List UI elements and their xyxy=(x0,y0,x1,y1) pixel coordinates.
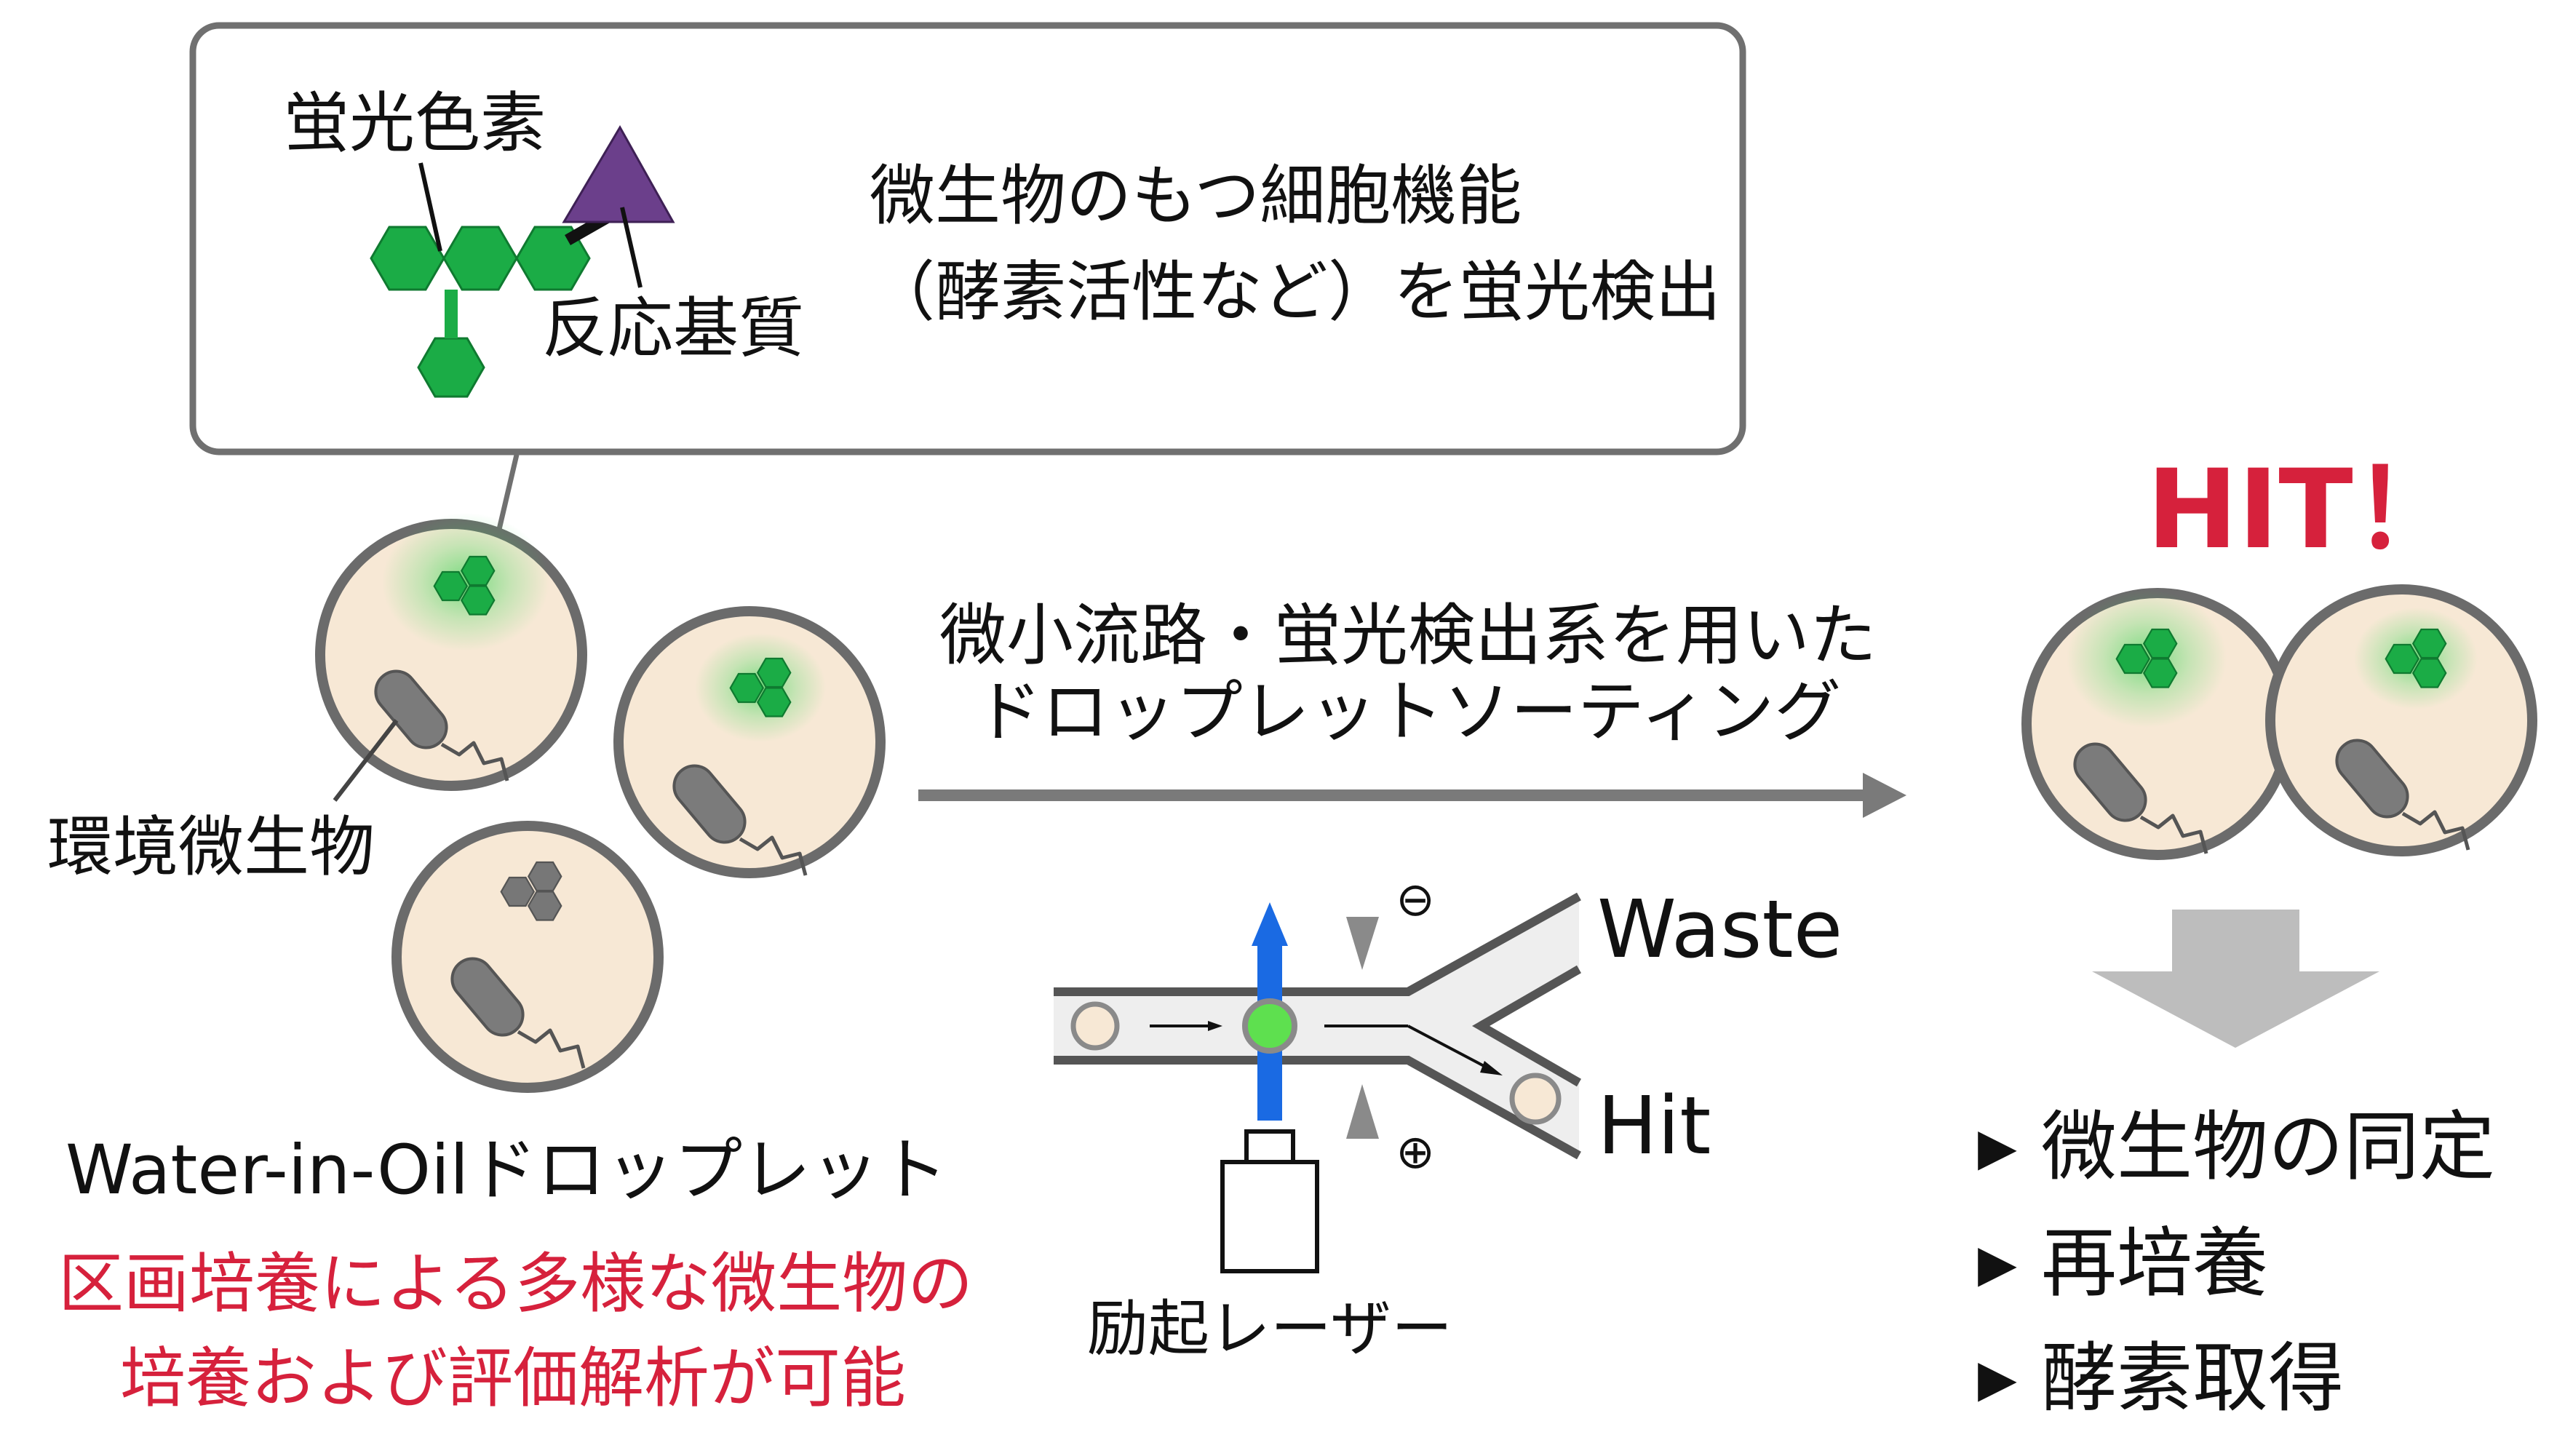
bullet-triangle-icon: ▶ xyxy=(1978,1117,2017,1177)
culture-note-line2: 培養および評価解析が可能 xyxy=(120,1340,906,1417)
sorting-arrow: 微小流路・蛍光検出系を用いた ドロップレットソーティング xyxy=(918,597,1906,818)
laser-device-icon xyxy=(1220,1129,1319,1273)
electrode-bottom-icon xyxy=(1346,1084,1379,1139)
callout-description-line1: 微生物のもつ細胞機能 xyxy=(870,158,1522,234)
droplet-nonfluorescent xyxy=(391,821,664,1093)
waste-label: Waste xyxy=(1597,883,1842,976)
fluorescence-glow xyxy=(382,513,549,651)
detected-droplet xyxy=(1242,998,1297,1054)
laser-label: 励起レーザー xyxy=(1087,1293,1452,1364)
electrode-top-icon xyxy=(1346,917,1379,970)
result-step-2: ▶ 再培養 xyxy=(1978,1219,2268,1308)
droplet-fluorescent-1 xyxy=(315,513,587,791)
callout-frame xyxy=(189,22,1746,456)
microbe-leader-line xyxy=(333,719,399,802)
sorting-label-line1: 微小流路・蛍光検出系を用いた xyxy=(939,597,1877,675)
laser-beam-arrow-icon xyxy=(1252,902,1288,946)
fluorophore-leader-line xyxy=(418,162,442,252)
hit-text: HIT！ xyxy=(2147,447,2462,573)
callout-box: 蛍光色素 反応基質 微生物のもつ細胞機能 （酵素活性など）を蛍光検出 xyxy=(189,22,1746,561)
sorting-label-line2: ドロップレットソーティング xyxy=(975,673,1841,751)
sorted-hit-droplet xyxy=(1509,1073,1562,1125)
hit-droplet-1 xyxy=(2021,588,2294,860)
culture-note-line1: 区画培養による多様な微生物の xyxy=(58,1246,973,1322)
sort-path-arrow-icon xyxy=(1480,1061,1503,1075)
droplet-type-label: Water-in-Oilドロップレット xyxy=(65,1131,947,1210)
fluorophore-label: 蛍光色素 xyxy=(284,85,546,162)
substrate-label: 反応基質 xyxy=(542,290,804,367)
result-step-3: ▶ 酵素取得 xyxy=(1978,1334,2344,1423)
substrate-triangle-icon xyxy=(562,124,675,223)
minus-symbol: ⊖ xyxy=(1396,873,1435,927)
incoming-droplet xyxy=(1070,1001,1120,1051)
substrate-leader-line xyxy=(620,207,643,288)
arrow-head-icon xyxy=(1863,773,1906,818)
down-arrow-icon xyxy=(2092,910,2379,1048)
result-step-1: ▶ 微生物の同定 xyxy=(1978,1102,2495,1191)
microfluidic-channel: ⊖ ⊕ Waste Hit 励起レーザー xyxy=(1054,873,1842,1364)
callout-description-line2: （酵素活性など）を蛍光検出 xyxy=(870,254,1721,330)
step-label: 微生物の同定 xyxy=(2041,1102,2495,1191)
bullet-triangle-icon: ▶ xyxy=(1978,1348,2017,1408)
hit-label: Hit xyxy=(1597,1079,1711,1172)
microbe-label: 環境微生物 xyxy=(47,809,375,886)
plus-symbol: ⊕ xyxy=(1396,1126,1435,1179)
bullet-triangle-icon: ▶ xyxy=(1978,1233,2017,1293)
droplet-fluorescent-2 xyxy=(613,606,886,878)
hit-result: HIT！ ▶ 微生物の同定 ▶ 再培養 ▶ 酵素取得 xyxy=(1978,447,2537,1423)
step-label: 酵素取得 xyxy=(2041,1334,2344,1423)
droplet-cluster: 環境微生物 Water-in-Oilドロップレット 区画培養による多様な微生物の… xyxy=(47,513,973,1417)
hit-droplet-2 xyxy=(2265,584,2537,856)
step-label: 再培養 xyxy=(2041,1219,2268,1308)
flow-arrow-icon xyxy=(1208,1021,1222,1031)
